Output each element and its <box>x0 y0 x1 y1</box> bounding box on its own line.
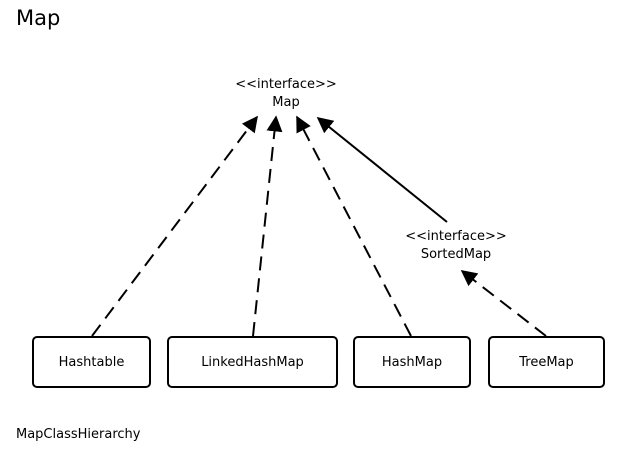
interface-map: <<interface>> Map <box>226 76 346 112</box>
class-linkedhashmap-label: LinkedHashMap <box>201 354 304 370</box>
interface-sortedmap-name: SortedMap <box>420 247 492 262</box>
interface-map-stereotype: <<interface>> <box>235 77 337 92</box>
arrow-treemap-to-sortedmap <box>460 270 547 337</box>
class-treemap-label: TreeMap <box>519 354 574 370</box>
class-box-hashtable: Hashtable <box>32 336 151 388</box>
interface-map-name: Map <box>272 95 300 110</box>
class-box-hashmap: HashMap <box>353 336 471 388</box>
page-title: Map <box>16 6 61 30</box>
arrow-linkedhashmap-to-map <box>252 115 283 337</box>
interface-sortedmap-stereotype: <<interface>> <box>405 229 507 244</box>
class-hashtable-label: Hashtable <box>58 354 125 370</box>
arrow-sortedmap-to-map <box>316 116 448 223</box>
class-box-linkedhashmap: LinkedHashMap <box>167 336 338 388</box>
arrow-hashtable-to-map <box>91 115 258 337</box>
class-box-treemap: TreeMap <box>488 336 605 388</box>
arrow-hashmap-to-map <box>296 115 412 337</box>
class-hashmap-label: HashMap <box>381 354 443 370</box>
figure-caption: MapClassHierarchy <box>16 427 141 442</box>
interface-sortedmap: <<interface>> SortedMap <box>396 228 516 264</box>
